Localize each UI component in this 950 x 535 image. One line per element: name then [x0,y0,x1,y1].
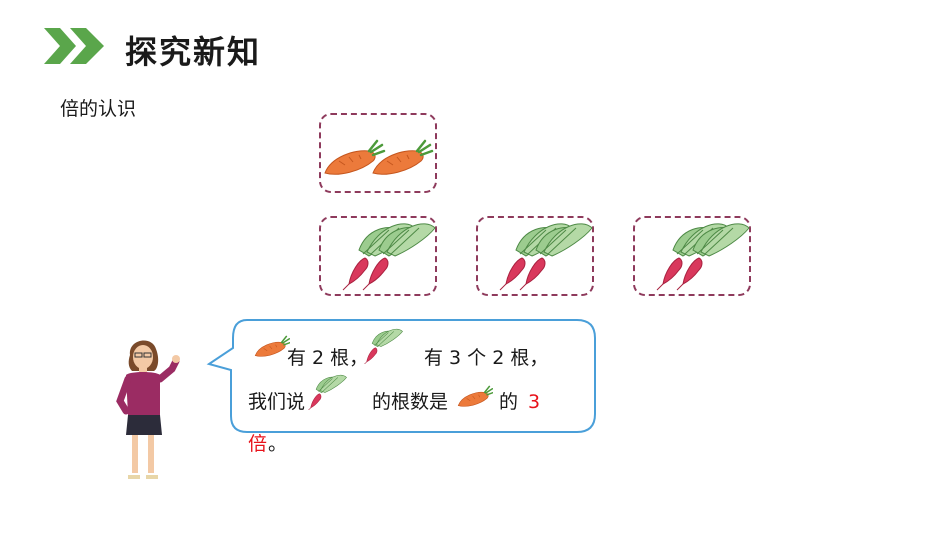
speech-line1-b: 有 3 个 2 根， [424,347,549,369]
multiple-word: 倍 [248,433,268,455]
teacher-illustration [116,340,180,479]
radish-group-box-2 [476,216,594,296]
radish-icon [307,374,347,410]
page-title: 探究新知 [125,33,262,71]
double-chevron-icon [44,28,104,64]
radish-icon [363,328,403,364]
section-subtitle: 倍的认识 [60,98,137,120]
carrot-icon [457,385,493,408]
speech-line2-c: 的 [499,391,519,413]
multiple-number: 3 [528,391,541,413]
speech-line1-a: 有 2 根， [287,347,369,369]
speech-line2-a: 我们说 [248,391,306,413]
speech-line2-b: 的根数是 [372,391,449,413]
radish-group-box-1 [319,216,437,296]
carrot-group-box [319,113,437,193]
speech-bubble [206,319,596,433]
carrot-icon [254,335,290,358]
speech-line3-end: 。 [268,433,288,455]
radish-group-box-3 [633,216,751,296]
